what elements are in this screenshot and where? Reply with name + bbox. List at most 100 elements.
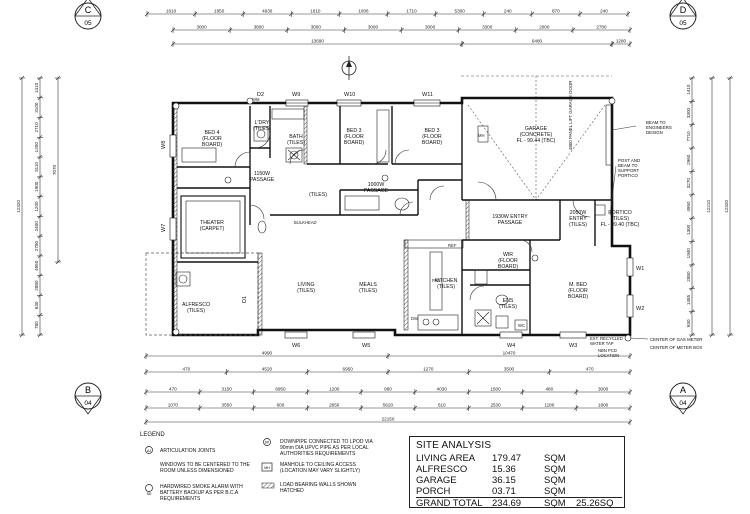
dw-label: DW <box>411 316 418 321</box>
dim-left-col: 2880 <box>34 280 39 291</box>
grid-marker-b: B 04 <box>74 382 102 415</box>
dim-right-col: 2960 <box>686 154 691 165</box>
dim-left-col: 1410 <box>34 82 39 93</box>
dim-left-col: 630 <box>34 301 39 309</box>
dim-left-col: 2710 <box>34 122 39 133</box>
room-label-portico: PORTICO(TILES)FL - 99.40 (TBC) <box>601 210 640 228</box>
wm-label: WM <box>252 97 260 102</box>
row-unit: SQM <box>544 486 566 497</box>
dim-bottom-row4: 1070 <box>168 403 179 408</box>
room-label-ens: ENS(TILES) <box>499 298 517 310</box>
grid-marker-c-letter: C <box>85 5 92 15</box>
dim-bottom-row3: 3150 <box>222 387 233 392</box>
grid-marker-a-number: 04 <box>679 400 687 407</box>
dim-bottom-row2: 3500 <box>504 367 515 372</box>
dim-top-row1: 870 <box>552 9 560 14</box>
dim-left-col: 1200 <box>34 201 39 212</box>
dim-left-col: 1200 <box>34 142 39 153</box>
legend-item-downpipe: DOWNPIPE CONNECTED TO LPOD VIA 90mm DIA … <box>280 439 373 457</box>
grid-marker-d-letter: D <box>680 5 687 15</box>
dim-right-col: 630 <box>686 319 691 327</box>
dim-left-col: 780 <box>34 321 39 329</box>
garage-door-note: 4800 PANEL LIFT GARAGE DOOR <box>568 81 573 150</box>
internal-walls <box>177 103 612 335</box>
dim-left-col: 1900 <box>34 181 39 192</box>
site-analysis-row: ALFRESCO 15.36 SQM <box>416 464 622 475</box>
row-value: 36.15 <box>492 475 516 486</box>
dim-top-row1: 240 <box>504 9 512 14</box>
row-unit: SQM <box>544 475 566 486</box>
room-label-tiles-hall: (TILES) <box>309 192 327 198</box>
legend-symbol-aj: AJ <box>147 449 151 453</box>
dim-right-col: 3300 <box>686 107 691 118</box>
dim-top-row2: 3000 <box>311 25 322 30</box>
dim-bottom-row4: 2650 <box>329 403 340 408</box>
dim-bottom-row2: 4520 <box>262 367 273 372</box>
row-unit: SQM <box>544 453 566 464</box>
dim-bottom-row1: 10470 <box>503 351 516 356</box>
site-analysis-row: GARAGE 36.15 SQM <box>416 475 622 486</box>
dim-right-total: 12210 <box>706 200 711 213</box>
room-label-garage: GARAGE(CONCRETE)FL - 99.44 (TBC) <box>517 126 556 144</box>
legend: LEGEND AJ SD DP MH ARTICULATION JOINTS W… <box>140 432 380 512</box>
dim-top-right: 1280 <box>616 39 627 44</box>
row-value: 03.71 <box>492 486 516 497</box>
dimension-chains <box>19 11 733 425</box>
gas-meter-note: CENTER OF GAS METER <box>650 337 702 342</box>
dim-right-col: 1485 <box>686 294 691 305</box>
dim-top-row1: 1610 <box>166 9 177 14</box>
room-label-ldry: L'DRY(TILES) <box>253 120 271 132</box>
dim-top-row1: 5300 <box>455 9 466 14</box>
dim-bottom-row3: 480 <box>545 387 553 392</box>
fixtures <box>175 104 613 331</box>
room-label-living: LIVING(TILES) <box>297 282 315 294</box>
smoke-alarm-icon <box>145 484 153 492</box>
room-label-alfresco: ALFRESCO(TILES) <box>182 302 210 314</box>
legend-item-manhole: MANHOLE TO CEILING ACCESS (LOCATION MAY … <box>280 462 360 474</box>
room-label-bath: BATH(TILES) <box>287 134 305 146</box>
pan-label: PAN <box>432 278 440 283</box>
wc-label: WC <box>518 323 525 328</box>
dim-top-row2: 2780 <box>596 25 607 30</box>
dim-left-total: 12320 <box>16 200 21 213</box>
window-tag-w1: W1 <box>636 266 644 272</box>
window-markers <box>169 99 634 339</box>
window-tag-w10: W10 <box>344 92 355 98</box>
window-tag-w8: W8 <box>161 141 167 149</box>
grand-total-name: GRAND TOTAL <box>416 498 483 509</box>
room-label-kitchen: KITCHEN(TILES) <box>435 278 458 290</box>
door-swings <box>234 132 591 301</box>
row-unit: SQM <box>544 464 566 475</box>
dim-bottom-row3: 1500 <box>490 387 501 392</box>
dim-left-col: 3100 <box>34 102 39 113</box>
grand-total-squares: 25.26SQ <box>576 498 614 509</box>
alfresco-outline <box>145 252 259 336</box>
dim-bottom-row4: 600 <box>277 403 285 408</box>
grid-marker-d: D 05 <box>669 0 697 30</box>
grand-total-value: 234.69 <box>492 498 522 509</box>
legend-item-windows: WINDOWS TO BE CENTERED TO THE ROOM UNLES… <box>160 462 250 474</box>
dim-bottom-row4: 1180 <box>544 403 554 408</box>
dim-right-col: 1410 <box>686 84 691 95</box>
dim-bottom-row2: 6950 <box>343 367 354 372</box>
dim-bottom-row4: 610 <box>438 403 446 408</box>
window-tag-w3: W3 <box>569 343 577 349</box>
row-name: LIVING AREA <box>416 453 476 464</box>
grid-marker-c-number: 05 <box>84 20 92 27</box>
dim-left-col: 3110 <box>34 162 39 172</box>
dim-right-col: 2880 <box>686 271 691 282</box>
dim-top-row1: 1850 <box>214 9 225 14</box>
dim-bottom-row3: 4030 <box>437 387 448 392</box>
dim-top-row2: 3000 <box>196 25 207 30</box>
